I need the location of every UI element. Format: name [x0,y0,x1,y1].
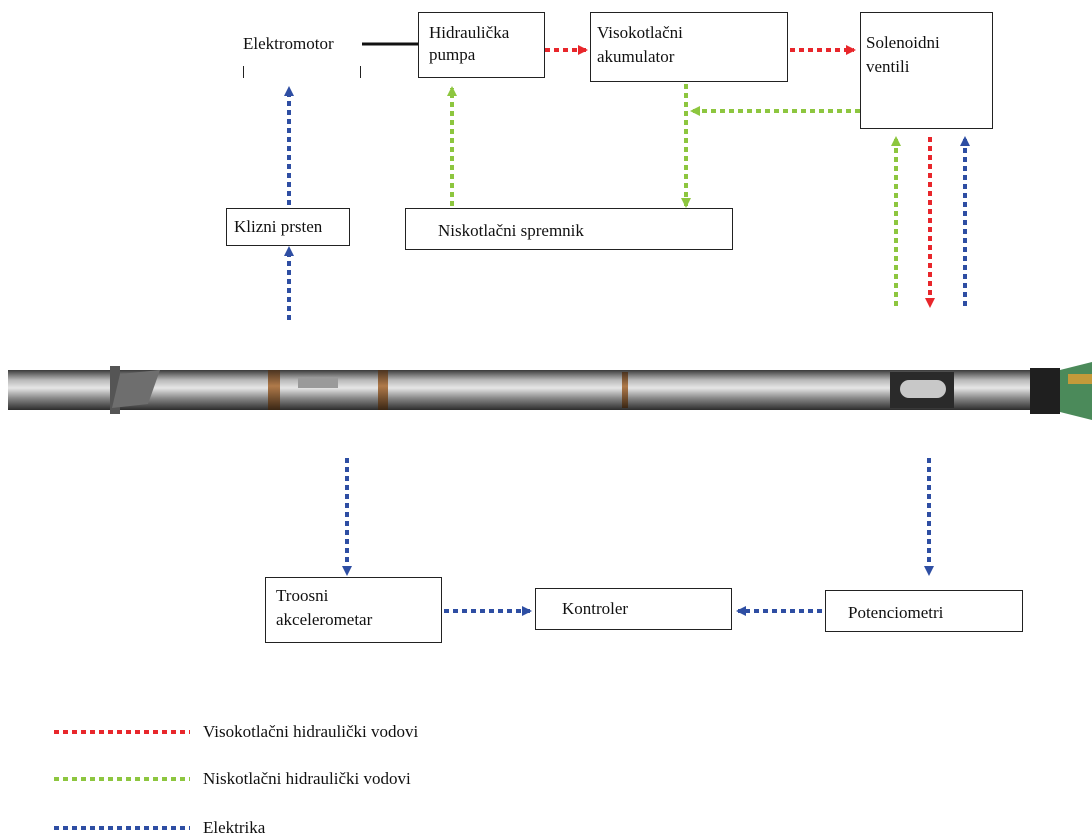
node-potenciometri: Potenciometri [825,590,1023,632]
node-solenoidni-ventili-line2: ventili [866,57,910,76]
node-elektromotor-label: Elektromotor [243,34,334,53]
legend-item-low-pressure: Niskotlačni hidraulički vodovi [203,769,411,788]
node-troosni-akcelerometar-line2: akcelerometar [276,610,373,629]
node-solenoidni-ventili: Solenoidni ventili [860,12,993,129]
elektromotor-bracket-right [360,66,361,78]
node-niskotlacni-spremnik-label: Niskotlačni spremnik [438,221,584,240]
drill-tool-image [8,362,1092,420]
node-troosni-akcelerometar-line1: Troosni [276,586,329,605]
node-visokotlacni-akumulator-line1: Visokotlačni [597,23,683,42]
node-kontroler-label: Kontroler [562,599,629,618]
node-klizni-prsten-label: Klizni prsten [234,217,323,236]
elektromotor-bracket-left [243,66,244,78]
legend-item-high-pressure: Visokotlačni hidraulički vodovi [203,722,419,741]
node-elektromotor: Elektromotor [243,12,361,78]
node-hidraulicka-pumpa-line1: Hidraulička [429,23,510,42]
node-visokotlacni-akumulator-line2: akumulator [597,47,675,66]
node-hidraulicka-pumpa: Hidraulička pumpa [418,12,545,78]
node-kontroler: Kontroler [535,588,732,630]
legend-item-electric: Elektrika [203,818,266,837]
node-troosni-akcelerometar: Troosni akcelerometar [265,577,442,643]
node-potenciometri-label: Potenciometri [848,603,944,622]
node-klizni-prsten: Klizni prsten [226,208,350,246]
node-niskotlacni-spremnik: Niskotlačni spremnik [405,208,733,250]
node-solenoidni-ventili-line1: Solenoidni [866,33,940,52]
node-hidraulicka-pumpa-line2: pumpa [429,45,476,64]
node-visokotlacni-akumulator: Visokotlačni akumulator [590,12,788,82]
